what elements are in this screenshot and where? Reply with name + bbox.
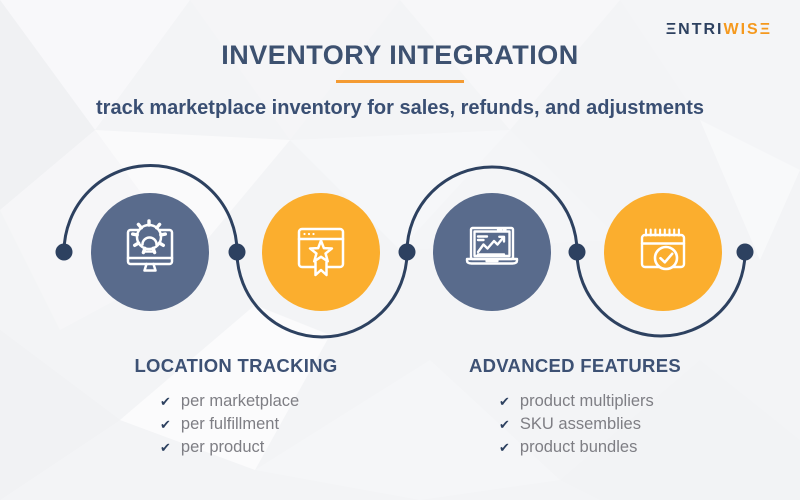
process-diagram: [55, 164, 754, 339]
step-circle-1: [91, 193, 209, 311]
list-item: ✔ SKU assemblies: [499, 413, 703, 436]
list-item: ✔ per marketplace: [160, 390, 364, 413]
browser-star-icon: [297, 227, 345, 277]
section-heading: ADVANCED FEATURES: [468, 355, 682, 376]
list-item: ✔ per fulfillment: [160, 413, 364, 436]
list-item: ✔ product multipliers: [499, 390, 703, 413]
list-item-label: per fulfillment: [180, 415, 280, 433]
check-icon: ✔: [499, 394, 510, 409]
connector-dot: [398, 243, 416, 261]
advanced-features-section: ADVANCED FEATURES ✔ product multipliers ✔…: [447, 355, 703, 459]
list-item-label: per product: [180, 438, 265, 456]
check-icon: ✔: [160, 417, 171, 432]
list-item: ✔ per product: [160, 436, 364, 459]
list-item-label: per marketplace: [180, 392, 300, 410]
check-icon: ✔: [499, 440, 510, 455]
entriwise-logo: ΞNTRIWISΞ: [666, 21, 772, 39]
step-circle-2: [262, 193, 380, 311]
feature-list: ✔ product multipliers ✔ SKU assemblies ✔ pr…: [499, 390, 703, 459]
calendar-check-icon: [640, 228, 686, 271]
step-circle-4: [604, 193, 722, 311]
check-icon: ✔: [160, 440, 171, 455]
monitor-gear-icon: [126, 219, 174, 272]
page-title: INVENTORY INTEGRATION: [221, 40, 579, 70]
list-item-label: product bundles: [519, 438, 638, 456]
logo-primary: ΞNTRI: [665, 21, 724, 38]
connector-dot: [228, 243, 246, 261]
feature-list: ✔ per marketplace ✔ per fulfillment ✔ per p…: [160, 390, 364, 459]
list-item: ✔ product bundles: [499, 436, 703, 459]
step-circle-3: [433, 193, 551, 311]
check-icon: ✔: [160, 394, 171, 409]
list-item-label: product multipliers: [519, 392, 654, 410]
title-underline: [336, 80, 464, 83]
section-heading: LOCATION TRACKING: [134, 355, 338, 376]
logo-accent: WISΞ: [723, 21, 772, 38]
location-tracking-section: LOCATION TRACKING ✔ per marketplace ✔ per …: [108, 355, 364, 459]
connector-dot: [55, 243, 73, 261]
laptop-chart-icon: [465, 226, 519, 265]
check-icon: ✔: [499, 417, 510, 432]
connector-dot: [568, 243, 586, 261]
list-item-label: SKU assemblies: [519, 415, 641, 433]
connector-dot: [736, 243, 754, 261]
page-subtitle: track marketplace inventory for sales, r…: [96, 97, 704, 119]
